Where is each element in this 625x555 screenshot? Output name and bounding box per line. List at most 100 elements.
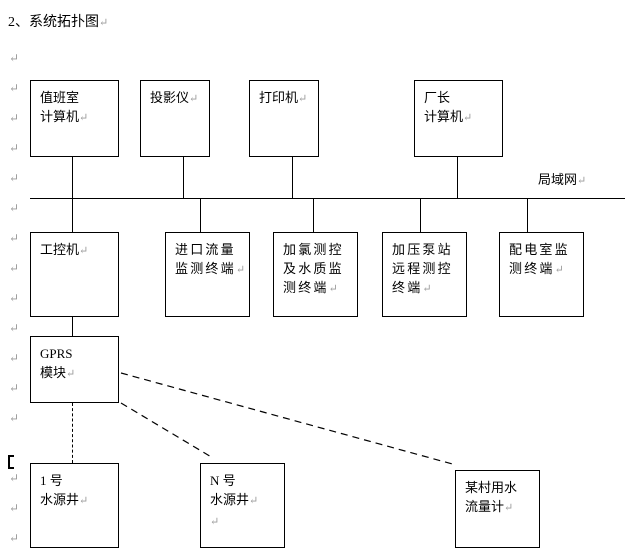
node-label-text: 终端 [392,280,423,295]
node-label-line: 远程测控 [392,259,466,278]
node-label-text: 打印机 [259,90,299,105]
page-title-text: 2、系统拓扑图 [8,15,99,30]
node-printer: 打印机↵ [249,80,319,157]
margin-pilcrow-icon: ↵ [9,51,20,65]
pilcrow-icon: ↵ [328,283,338,295]
riser-line-power-distribution-room-terminal [527,198,528,232]
node-inlet-flow-monitoring-terminal: 进口流量监测终端↵ [165,232,250,317]
node-factory-director-computer: 厂长计算机↵ [414,80,503,157]
node-label-text: 1 号 [40,473,63,488]
node-water-well-n: N 号水源井↵↵ [200,463,285,548]
node-label-line: 加压泵站 [392,240,466,259]
node-label-line: ↵ [210,511,284,532]
node-label-line: GPRS [40,344,118,363]
margin-pilcrow-icon: ↵ [9,411,20,425]
node-label-text: 测终端 [509,261,555,276]
node-label-line: 及水质监 [283,259,357,278]
margin-pilcrow-icon: ↵ [9,471,20,485]
lan-backbone-line [30,198,625,199]
node-label-line: N 号 [210,471,284,490]
node-label-text: 远程测控 [392,261,453,276]
node-label-text: 水源井 [210,492,250,507]
node-label-line: 监测终端↵ [175,259,249,280]
node-projector: 投影仪↵ [140,80,210,157]
node-label-text: 值班室 [40,90,80,105]
pilcrow-icon: ↵ [210,516,220,528]
pilcrow-icon: ↵ [79,112,89,124]
pilcrow-icon: ↵ [504,502,514,514]
dashed-link-gprs-to-well-n [120,402,214,459]
pilcrow-icon: ↵ [189,93,199,105]
dashed-link-gprs-to-village-meter [120,372,457,466]
margin-pilcrow-icon: ↵ [9,321,20,335]
node-label-line: 测终端↵ [283,278,357,299]
node-water-well-1: 1 号水源井↵ [30,463,119,548]
node-duty-room-computer: 值班室计算机↵ [30,80,119,157]
node-label-text: 监测终端 [175,261,236,276]
margin-pilcrow-icon: ↵ [9,381,20,395]
pilcrow-icon: ↵ [66,368,76,380]
riser-line-booster-pump-remote-terminal [420,198,421,232]
margin-pilcrow-icon: ↵ [9,261,20,275]
pilcrow-icon: ↵ [577,175,587,187]
node-label-line: 某村用水 [465,478,539,497]
pilcrow-icon: ↵ [99,17,109,29]
node-label-text: 及水质监 [283,261,344,276]
pilcrow-icon: ↵ [249,495,259,507]
pilcrow-icon: ↵ [298,93,308,105]
node-label-line: 终端↵ [392,278,466,299]
lan-label-text: 局域网 [538,172,578,187]
dashed-link-gprs-to-well-1 [72,403,73,463]
node-label-text: GPRS [40,346,73,361]
node-label-line: 计算机↵ [424,107,502,128]
node-label-text: N 号 [210,473,236,488]
node-village-water-flow-meter: 某村用水流量计↵ [455,470,540,548]
drop-line-factory-director-computer [457,157,458,198]
drop-line-duty-room-computer [72,157,73,198]
lan-label: 局域网↵ [538,172,586,189]
node-label-text: 投影仪 [150,90,190,105]
margin-pilcrow-icon: ↵ [9,291,20,305]
pilcrow-icon: ↵ [79,245,89,257]
node-label-line: 厂长 [424,88,502,107]
margin-pilcrow-icon: ↵ [9,351,20,365]
page-title: 2、系统拓扑图↵ [8,14,108,32]
node-label-text: 厂长 [424,90,451,105]
link-ipc-to-gprs [72,317,73,336]
node-label-text: 流量计 [465,499,505,514]
node-label-text: 加氯测控 [283,242,344,257]
node-chlorination-water-quality-terminal: 加氯测控及水质监测终端↵ [273,232,358,317]
node-label-text: 计算机 [424,109,464,124]
riser-line-inlet-flow-monitoring-terminal [200,198,201,232]
node-label-line: 流量计↵ [465,497,539,518]
node-booster-pump-remote-terminal: 加压泵站远程测控终端↵ [382,232,467,317]
node-industrial-control-computer: 工控机↵ [30,232,119,317]
margin-pilcrow-icon: ↵ [9,531,20,545]
pilcrow-icon: ↵ [422,283,432,295]
node-power-distribution-room-terminal: 配电室监测终端↵ [499,232,584,317]
node-label-text: 模块 [40,365,67,380]
node-label-line: 水源井↵ [210,490,284,511]
node-label-text: 工控机 [40,242,80,257]
node-label-text: 水源井 [40,492,80,507]
node-label-text: 进口流量 [175,242,236,257]
margin-pilcrow-icon: ↵ [9,201,20,215]
margin-pilcrow-icon: ↵ [9,111,20,125]
node-gprs-module: GPRS 模块↵ [30,336,119,403]
node-label-line: 计算机↵ [40,107,118,128]
text-caret[interactable] [8,455,14,469]
riser-line-chlorination-water-quality-terminal [313,198,314,232]
node-label-line: 模块↵ [40,363,118,384]
node-label-line: 值班室 [40,88,118,107]
node-label-text: 配电室监 [509,242,570,257]
pilcrow-icon: ↵ [235,264,246,276]
node-label-text: 测终端 [283,280,329,295]
pilcrow-icon: ↵ [554,264,564,276]
node-label-line: 水源井↵ [40,490,118,511]
margin-pilcrow-icon: ↵ [9,171,20,185]
drop-line-projector [183,157,184,198]
node-label-line: 投影仪↵ [150,88,209,109]
node-label-line: 配电室监 [509,240,583,259]
node-label-line: 加氯测控 [283,240,357,259]
